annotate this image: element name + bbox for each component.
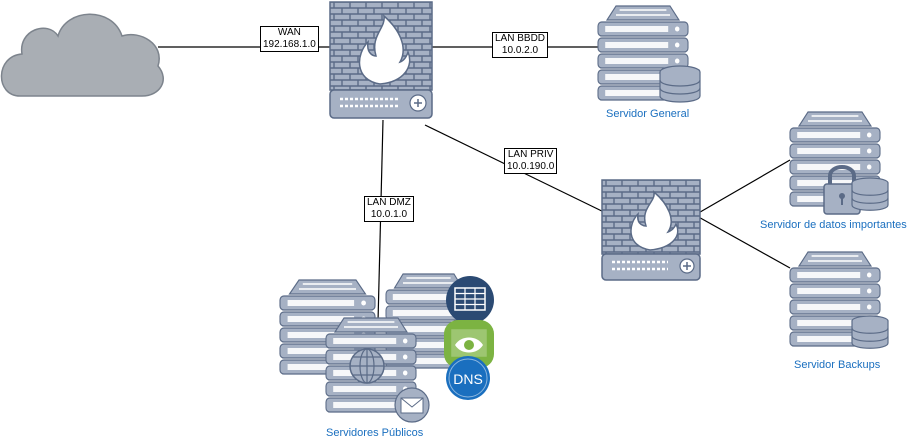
edge-label-lan-priv: LAN PRIV 10.0.190.0 (504, 148, 558, 174)
globe-icon (349, 348, 385, 384)
label-servidor-datos: Servidor de datos importantes (760, 219, 907, 231)
edge-label-lan-bbdd-ip: 10.0.2.0 (501, 45, 539, 56)
edge-label-lan-priv-name: LAN PRIV (507, 149, 554, 160)
edge-label-wan: WAN 192.168.1.0 (260, 26, 319, 52)
eye-icon (444, 320, 494, 368)
firewall-icon (601, 179, 701, 281)
database-icon (851, 315, 889, 349)
edge-to-backups (694, 214, 791, 269)
edge-label-lan-bbdd: LAN BBDD 10.0.2.0 (492, 32, 549, 58)
cloud-icon (0, 13, 164, 97)
label-servidor-backups: Servidor Backups (794, 359, 881, 371)
database-icon (659, 65, 701, 103)
label-servidores-publicos: Servidores Públicos (326, 427, 424, 439)
dns-label: DNS (453, 371, 483, 387)
firewall-icon (329, 1, 433, 119)
edge-label-wan-name: WAN (277, 27, 301, 38)
edge-label-lan-dmz: LAN DMZ 10.0.1.0 (364, 196, 414, 222)
table-icon (446, 276, 494, 324)
edge-label-lan-bbdd-name: LAN BBDD (495, 33, 546, 44)
edge-label-lan-priv-ip: 10.0.190.0 (507, 161, 555, 172)
edge-label-lan-dmz-name: LAN DMZ (367, 197, 411, 208)
edge-label-wan-ip: 192.168.1.0 (263, 39, 316, 50)
label-servidor-general: Servidor General (606, 108, 690, 120)
edge-to-datos (694, 159, 791, 216)
database-icon (851, 177, 889, 211)
dns-icon: DNS (446, 356, 490, 400)
edge-label-lan-dmz-ip: 10.0.1.0 (370, 209, 408, 220)
envelope-icon (394, 387, 430, 423)
